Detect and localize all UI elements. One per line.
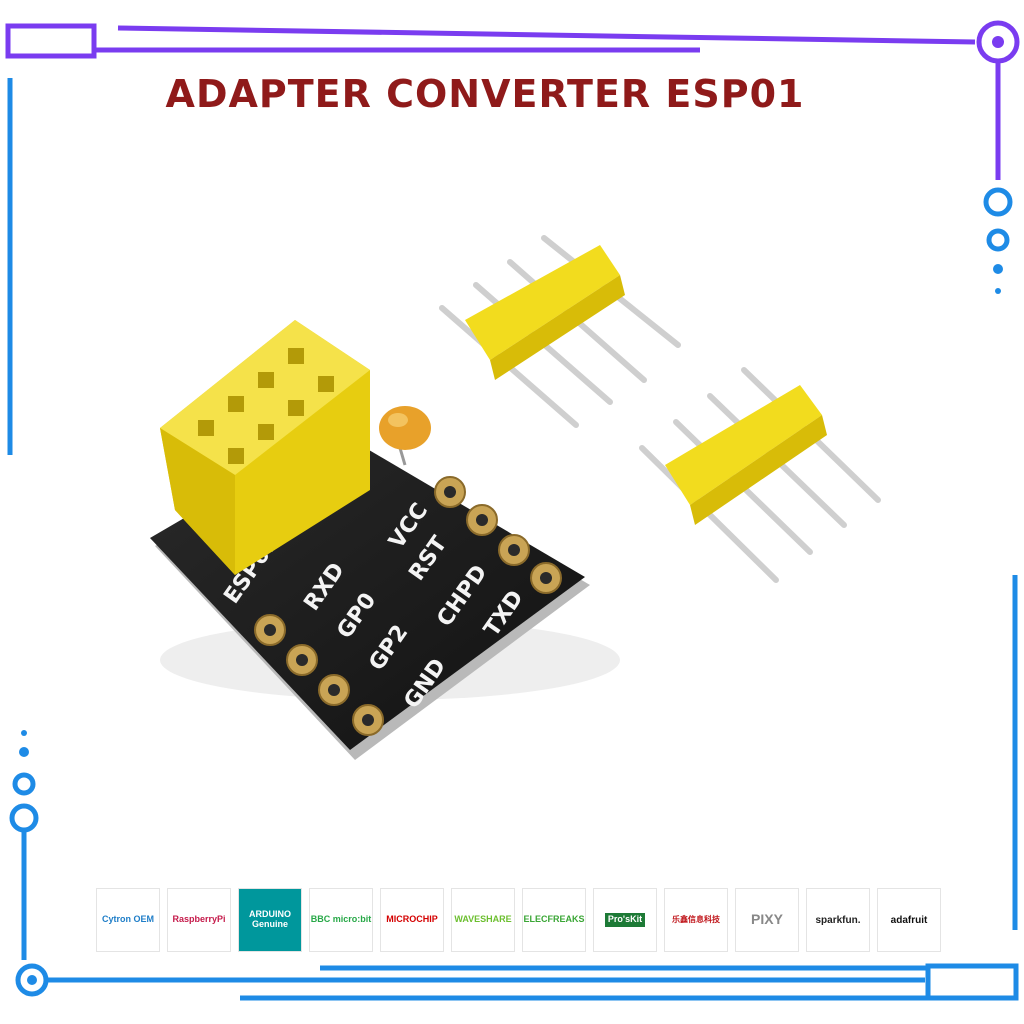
page-title: ADAPTER CONVERTER ESP01 bbox=[165, 72, 805, 116]
raspberry-label: RaspberryPi bbox=[172, 914, 226, 925]
sparkfun-label: sparkfun. bbox=[815, 914, 861, 926]
adafruit-logo: adafruit bbox=[877, 888, 941, 952]
male-pin-header-top bbox=[439, 235, 681, 428]
waveshare-label: WAVESHARE bbox=[454, 914, 512, 925]
female-header-2x4 bbox=[160, 320, 370, 575]
cytron-logo: Cytron OEM bbox=[96, 888, 160, 952]
product-photo: ESP01 By eek ou VCC RXD GP0 GP2 GND RST … bbox=[150, 235, 881, 760]
adafruit-label: adafruit bbox=[890, 914, 928, 926]
sparkfun-logo: sparkfun. bbox=[806, 888, 870, 952]
espressif-label: 乐鑫信息科技 bbox=[672, 914, 720, 924]
microbit-label: BBC micro:bit bbox=[310, 914, 372, 925]
brand-logo-strip: Cytron OEM RaspberryPi ARDUINO Genuine B… bbox=[96, 888, 944, 954]
proskit-logo: Pro'sKit bbox=[593, 888, 657, 952]
elecfreaks-label: ELECFREAKS bbox=[523, 914, 585, 925]
pixy-label: PIXY bbox=[751, 911, 783, 928]
arduino-label: ARDUINO Genuine bbox=[249, 909, 291, 929]
pixy-logo: PIXY bbox=[735, 888, 799, 952]
male-pin-header-bottom bbox=[639, 367, 881, 583]
elecfreaks-logo: ELECFREAKS bbox=[522, 888, 586, 952]
proskit-label: Pro'sKit bbox=[604, 913, 646, 927]
cytron-label: Cytron OEM bbox=[101, 914, 154, 925]
waveshare-logo: WAVESHARE bbox=[451, 888, 515, 952]
microchip-logo: MICROCHIP bbox=[380, 888, 444, 952]
microchip-label: MICROCHIP bbox=[386, 914, 438, 925]
microbit-logo: BBC micro:bit bbox=[309, 888, 373, 952]
ceramic-capacitor bbox=[379, 406, 431, 466]
raspberry-logo: RaspberryPi bbox=[167, 888, 231, 952]
arduino-logo: ARDUINO Genuine bbox=[238, 888, 302, 952]
espressif-logo: 乐鑫信息科技 bbox=[664, 888, 728, 952]
